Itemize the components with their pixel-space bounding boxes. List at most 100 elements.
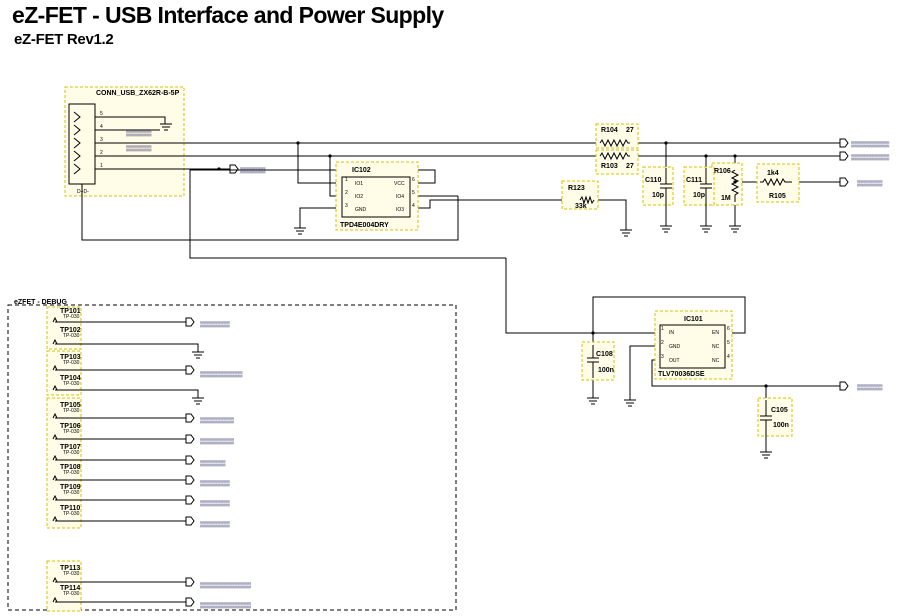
net-flag-3: ▒▒▒▒▒▒ [857, 180, 883, 187]
net-label-usb-dp: ▒▒▒▒▒▒ [126, 130, 152, 137]
svg-text:▒▒▒▒▒▒▒▒▒▒▒▒: ▒▒▒▒▒▒▒▒▒▒▒▒ [200, 582, 252, 589]
tp113-type: TP-030 [63, 571, 80, 577]
c111-value: 10p [693, 192, 705, 199]
ic102-pin-io1: IO1 [355, 181, 363, 187]
ic101-pin-en: EN [712, 330, 719, 336]
ground-c110 [660, 226, 672, 232]
ic102-part: TPD4E004DRY [340, 222, 389, 229]
net-flag-4: ▒▒▒▒▒▒ [857, 384, 883, 391]
r103-ref: R103 [601, 163, 618, 170]
ic102-pinnum-1: 1 [345, 177, 348, 183]
tp103-type: TP-030 [63, 360, 80, 366]
r105-value: 1k4 [767, 170, 779, 177]
net-flag-1: ▒▒▒▒▒▒▒▒▒ [851, 141, 890, 148]
resistor-r103: R103 27 [596, 150, 638, 174]
ic101-pinnum-1: 1 [661, 326, 664, 332]
resistor-r104: R104 27 [596, 124, 638, 148]
c105-ref: C105 [771, 407, 788, 414]
capacitor-c110: C110 10p [643, 167, 673, 206]
ic102-pinnum-2: 2 [345, 190, 348, 196]
svg-text:▒▒▒▒▒▒▒▒: ▒▒▒▒▒▒▒▒ [200, 417, 235, 424]
r123-ref: R123 [568, 185, 585, 192]
ic102-pinnum-6: 6 [412, 177, 415, 183]
ic102-ref: IC102 [352, 167, 371, 174]
ic101-pinnum-6: 6 [727, 326, 730, 332]
svg-text:▒▒▒▒▒▒▒: ▒▒▒▒▒▒▒ [200, 480, 231, 487]
r105-ref: R105 [769, 193, 786, 200]
c108-box [582, 342, 614, 380]
ic102-box [336, 162, 418, 230]
ground-ic102 [294, 228, 306, 234]
net-label-usb-dm: ▒▒▒▒▒▒ [126, 145, 152, 152]
ground-r123 [620, 230, 632, 236]
capacitor-c111: C111 10p [684, 167, 714, 206]
svg-text:▒▒▒▒▒▒▒: ▒▒▒▒▒▒▒ [200, 500, 231, 507]
svg-text:▒▒▒▒▒▒▒▒: ▒▒▒▒▒▒▒▒ [200, 438, 235, 445]
c111-box [684, 167, 714, 205]
tp114-type: TP-030 [63, 591, 80, 597]
svg-text:▒▒▒▒▒▒▒: ▒▒▒▒▒▒▒ [200, 321, 231, 328]
tp110-type: TP-030 [63, 511, 80, 517]
ic102-pinnum-5: 5 [412, 190, 415, 196]
ic101-pin-nc2: NC [712, 358, 720, 364]
usb-pin-4: 4 [100, 124, 103, 130]
usb-pin-1: 1 [100, 163, 103, 169]
usb-connector-name: CONN_USB_ZX62R-B-5P [96, 90, 180, 97]
ic102-pin-gnd: GND [355, 207, 367, 213]
ground-r106 [729, 226, 741, 232]
c110-value: 10p [652, 192, 664, 199]
ground-c111 [700, 226, 712, 232]
ground-c105 [760, 452, 772, 458]
ic102-pin-io3: IO3 [396, 207, 404, 213]
r123-value: 33k [575, 203, 587, 210]
net-flag-vbus: ▒▒▒▒▒▒ [240, 167, 266, 174]
c108-value: 100n [598, 367, 614, 374]
ic101-ref: IC101 [684, 316, 703, 323]
r104-value: 27 [626, 127, 634, 134]
ic102-pinnum-4: 4 [412, 203, 415, 209]
svg-text:▒▒▒▒▒▒: ▒▒▒▒▒▒ [200, 460, 226, 467]
svg-text:▒▒▒▒▒▒▒▒▒▒▒▒: ▒▒▒▒▒▒▒▒▒▒▒▒ [200, 602, 252, 609]
tp107-type: TP-030 [63, 450, 80, 456]
tp106-type: TP-030 [63, 429, 80, 435]
ic101-pin-nc1: NC [712, 344, 720, 350]
resistor-r105: 1k4 R105 [757, 164, 799, 202]
debug-section-title: eZFET - DEBUG [14, 299, 67, 306]
c105-box [758, 398, 792, 436]
svg-text:▒▒▒▒▒▒▒: ▒▒▒▒▒▒▒ [200, 521, 231, 528]
ic101-pinnum-5: 5 [727, 340, 730, 346]
ic102-pin-io2: IO2 [355, 194, 363, 200]
capacitor-c105: C105 100n [758, 398, 792, 438]
resistor-r123: R123 33k [562, 181, 598, 210]
c111-ref: C111 [686, 177, 702, 184]
ic101-part: TLV70036DSE [658, 371, 705, 378]
tp105-type: TP-030 [63, 408, 80, 414]
testpoint-wires: ▒▒▒▒▒▒▒ ▒▒▒▒▒▒▒▒▒▒ ▒▒▒▒▒▒▒▒ ▒▒▒▒▒▒▒▒ ▒▒▒… [53, 318, 252, 609]
ic101-pin-gnd: GND [669, 344, 681, 350]
tp104-type: TP-030 [63, 381, 80, 387]
r106-ref: R106 [714, 168, 731, 175]
ic101-pinnum-2: 2 [661, 340, 664, 346]
ic101-pinnum-3: 3 [661, 354, 664, 360]
ground-c108 [587, 398, 599, 404]
usb-pin-5: 5 [100, 111, 103, 117]
ic101-pin-in: IN [669, 330, 674, 336]
usb-pin-3: 3 [100, 137, 103, 143]
ic102: IC102 TPD4E004DRY IO1 IO2 GND VCC IO4 IO… [336, 162, 418, 230]
c110-box [643, 167, 673, 205]
r103-value: 27 [626, 163, 634, 170]
c105-value: 100n [773, 422, 789, 429]
resistor-r106: R106 1M [712, 163, 742, 205]
c108-ref: C108 [596, 351, 613, 358]
capacitor-c108: C108 100n [582, 342, 614, 380]
debug-section: eZFET - DEBUG TP101 TP-030 TP102 TP-030 … [8, 299, 456, 611]
ground-ic101 [624, 400, 636, 406]
tp101-type: TP-030 [63, 314, 80, 320]
ic101: IC101 TLV70036DSE IN GND OUT EN NC NC 1 … [655, 311, 732, 379]
net-flag-2: ▒▒▒▒▒▒▒▒▒ [851, 154, 890, 161]
ic101-pinnum-4: 4 [727, 354, 730, 360]
r104-ref: R104 [601, 127, 618, 134]
usb-pin-2: 2 [100, 150, 103, 156]
r106-value: 1M [721, 195, 731, 202]
